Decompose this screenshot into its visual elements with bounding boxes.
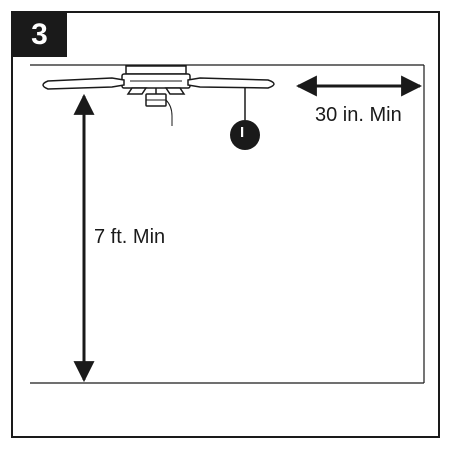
callout-letter: I (240, 124, 245, 141)
side-clearance-label: 30 in. Min (315, 104, 402, 126)
fan-blade-right (187, 77, 275, 89)
floor-clearance-label: 7 ft. Min (94, 226, 166, 248)
fan-blade-front-right (164, 87, 186, 95)
fan-canopy (125, 65, 187, 75)
ceiling-fan (42, 65, 275, 126)
fan-blade-left (42, 77, 125, 90)
callout-circle (230, 120, 260, 150)
outer-frame (11, 11, 440, 438)
fan-blade-front-left (126, 87, 148, 95)
step-number-badge: 3 (12, 12, 67, 57)
fan-pull-chain (165, 99, 173, 126)
